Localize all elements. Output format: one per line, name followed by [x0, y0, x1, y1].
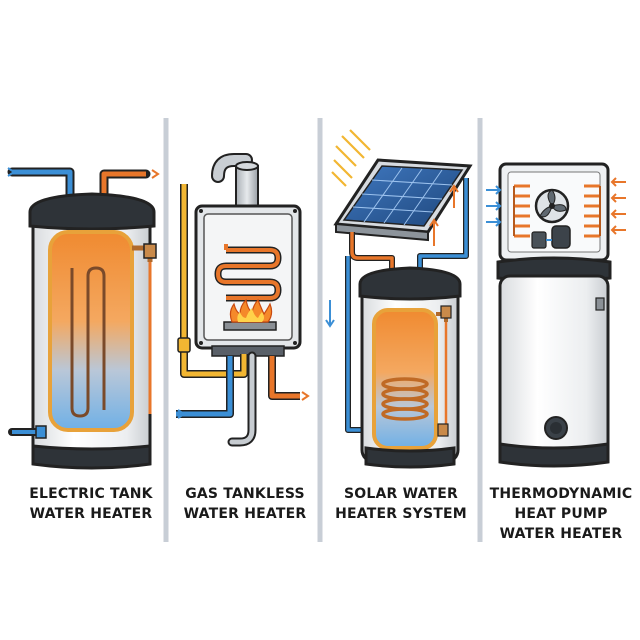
caption-line: THERMODYNAMIC — [489, 486, 633, 502]
caption-line: WATER HEATER — [499, 526, 623, 542]
caption-line: HEAT PUMP — [514, 506, 608, 522]
panel-dividers — [163, 118, 483, 542]
caption-line: WATER HEATER — [29, 506, 153, 522]
caption-gas-tankless: GAS TANKLESS WATER HEATER — [170, 484, 320, 524]
caption-solar: SOLAR WATER HEATER SYSTEM — [326, 484, 476, 524]
fan-icon — [534, 188, 570, 224]
flame-icon — [229, 298, 273, 323]
caption-line: SOLAR WATER — [343, 486, 459, 502]
caption-line: HEATER SYSTEM — [335, 506, 467, 522]
solar-illustration — [325, 129, 473, 469]
caption-line: GAS TANKLESS — [185, 486, 305, 502]
solar-panel-icon — [333, 158, 473, 242]
arrow-icon — [177, 409, 186, 419]
caption-electric-tank: ELECTRIC TANK WATER HEATER — [16, 484, 166, 524]
arrow-icon — [7, 167, 16, 177]
heat-pump-illustration — [486, 162, 626, 468]
arrow-icon — [301, 391, 310, 401]
caption-line: ELECTRIC TANK — [29, 486, 153, 502]
caption-heat-pump: THERMODYNAMIC HEAT PUMP WATER HEATER — [486, 484, 636, 544]
caption-line: WATER HEATER — [183, 506, 307, 522]
gas-tankless-illustration — [176, 153, 310, 447]
electric-tank-illustration — [7, 167, 160, 470]
arrow-icon — [151, 169, 160, 179]
